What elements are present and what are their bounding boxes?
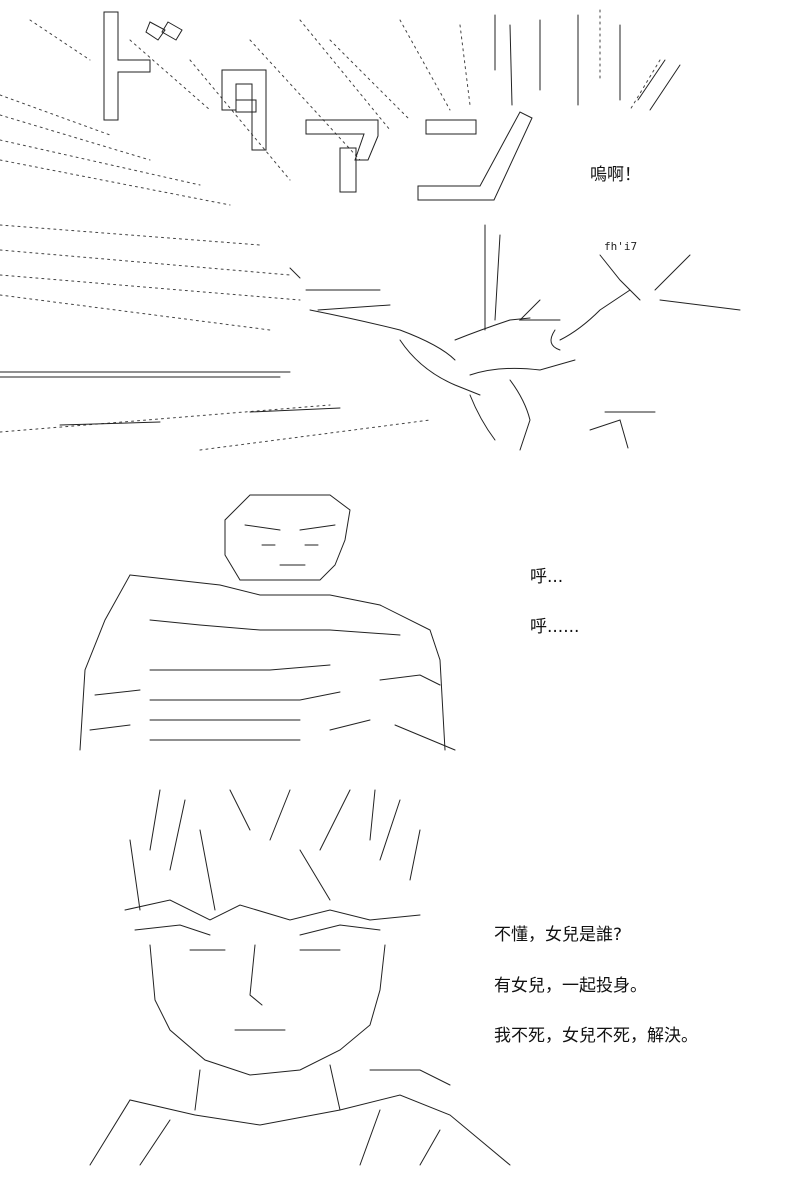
dialogue-scream: 嗚啊！: [590, 165, 641, 185]
dialogue-huh-2: 呼......: [530, 617, 580, 637]
sfx-text: ドタアン: [104, 0, 108, 1]
falling-figure-art: [289, 224, 741, 451]
dialogue-not-die: 我不死，女兒不死，解決。: [494, 1026, 698, 1046]
dialogue-have-daughter: 有女兒，一起投身。: [494, 976, 647, 996]
character-face-art: [89, 789, 511, 1166]
panel-close-up: 不懂，女兒是誰? 有女兒，一起投身。 我不死，女兒不死，解決。: [0, 770, 800, 1200]
small-label: fh'i7: [604, 240, 638, 253]
sfx-letters-art: [103, 11, 533, 201]
panel-breathing: 呼... 呼......: [0, 470, 800, 770]
panel-falling-scene: fh'i7 嗚啊！: [0, 0, 800, 470]
dialogue-who-is-daughter: 不懂，女兒是誰?: [494, 925, 623, 945]
dialogue-huh-1: 呼...: [530, 567, 564, 587]
speed-lines-art: [0, 9, 741, 451]
character-upper-body-art: [79, 494, 456, 751]
